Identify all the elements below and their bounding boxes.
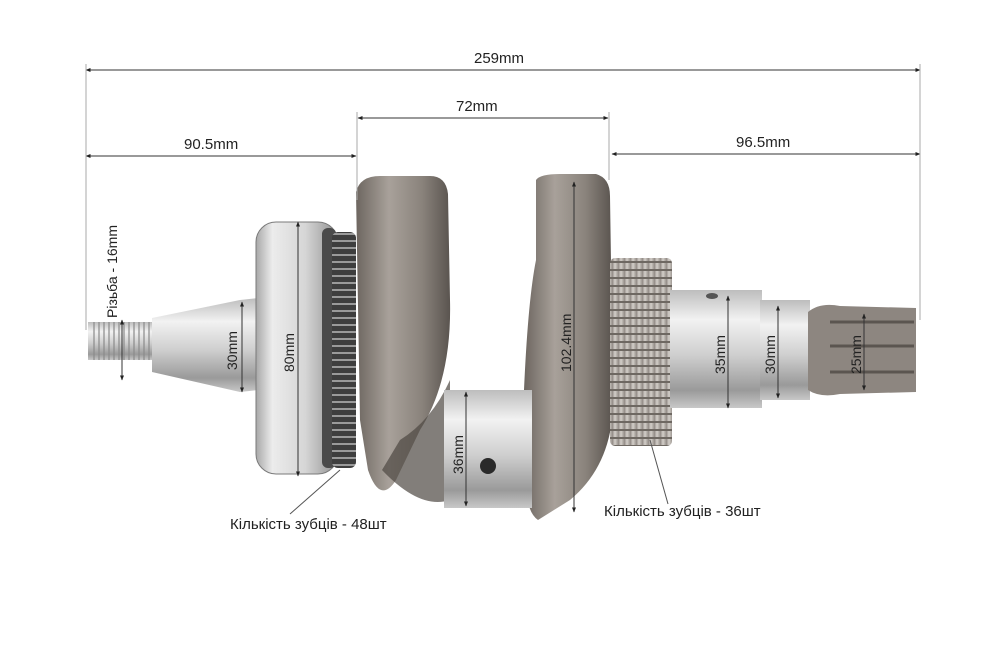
horizontal-dimension-lines [85,64,921,330]
right-journal [670,290,762,408]
left-journal-diameter-label: 30mm [224,331,240,370]
oil-hole [480,458,496,474]
left-journal [152,298,258,392]
crankpin-diameter-label: 36mm [450,435,466,474]
right-section-length-label: 96.5mm [736,134,791,151]
thread-label: Різьба - 16mm [104,225,120,318]
right-shaft-diameter-label: 30mm [762,335,778,374]
callout-leaders [289,439,669,515]
right-gear-teeth-callout: Кількість зубців - 36шт [604,503,761,520]
bearing-diameter-label: 80mm [281,333,297,372]
crank-cheek-span-label: 72mm [456,98,498,115]
spline-diameter-label: 25mm [848,335,864,374]
threaded-end [88,322,154,360]
right-journal-diameter-label: 35mm [712,335,728,374]
left-gear [332,232,356,468]
right-shaft [760,300,810,400]
overall-length-label: 259mm [474,50,525,67]
left-gear-teeth-callout: Кількість зубців - 48шт [230,516,387,533]
left-section-length-label: 90.5mm [184,136,239,153]
right-gear [610,258,672,446]
vertical-dimension-lines [120,181,866,513]
crank-web-height-label: 102.4mm [558,313,574,372]
ball-bearing [255,221,339,475]
crankpin [444,390,532,508]
crank-webs [356,174,612,520]
